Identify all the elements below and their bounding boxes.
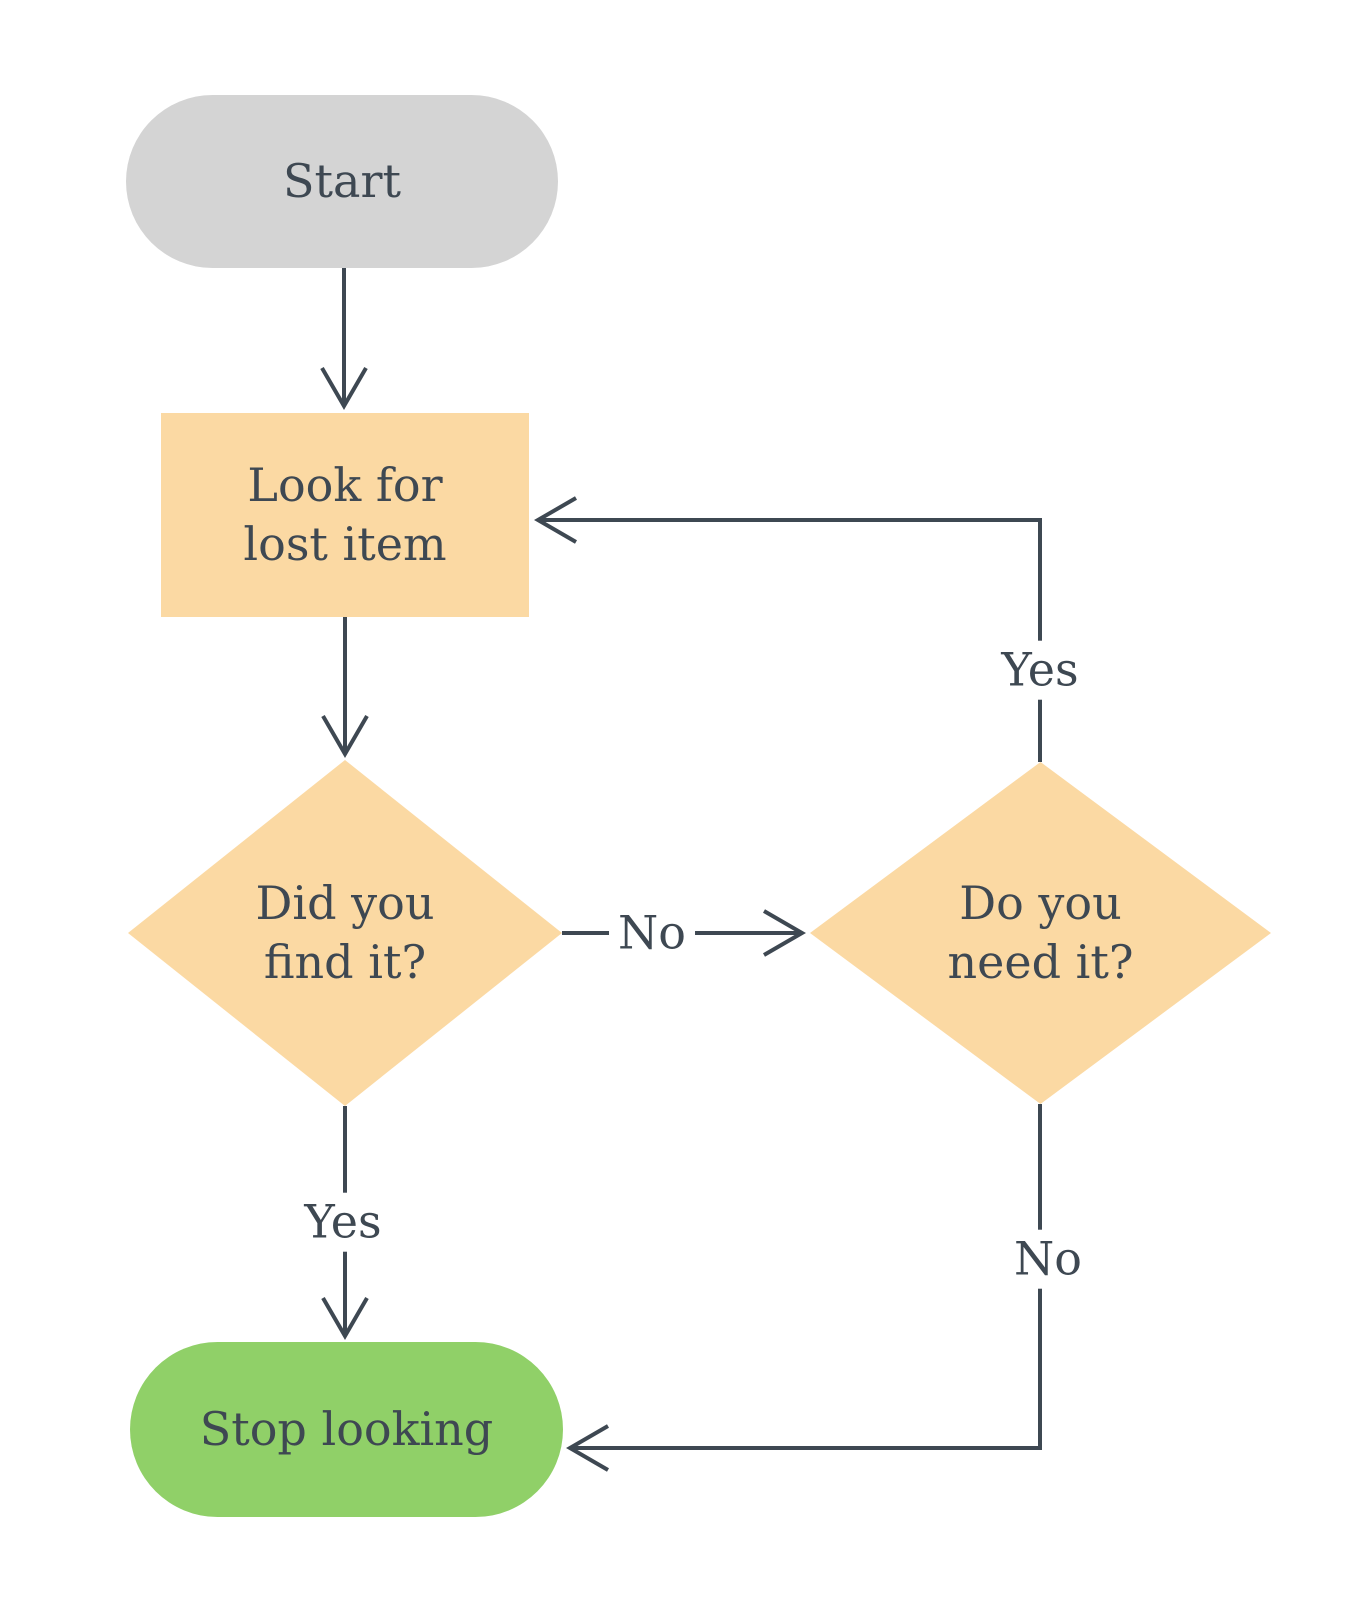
node-do-you-need-it-line2: need it? [947,935,1134,989]
arrowhead-look-to-find [321,714,369,758]
node-start-label: Start [283,154,401,209]
edge-label-need-no: No [1005,1229,1091,1289]
node-look-for-lost-item: Look for lost item [161,413,529,617]
arrowhead-need-to-stop [566,1424,610,1472]
node-did-you-find-it-line2: find it? [263,935,427,989]
edge-label-find-yes: Yes [295,1192,391,1252]
edge-label-find-no: No [609,903,695,963]
arrowhead-find-to-stop [321,1296,369,1340]
node-look-for-lost-item-label: Look for lost item [243,456,446,574]
node-stop-looking: Stop looking [130,1342,563,1517]
node-look-for-lost-item-line2: lost item [243,517,447,571]
node-look-for-lost-item-line1: Look for [247,458,443,513]
edge-label-need-yes: Yes [992,640,1088,700]
node-do-you-need-it-line1: Do you [959,876,1122,931]
node-do-you-need-it-label: Do you need it? [948,874,1134,992]
arrowhead-start-to-look [320,366,368,410]
connector-need-to-stop [572,1104,1042,1450]
node-did-you-find-it-line1: Did you [255,876,435,931]
connector-need-to-look [540,518,1042,762]
node-did-you-find-it-label: Did you find it? [256,874,435,992]
arrowhead-need-to-look [534,496,578,544]
node-start: Start [126,95,558,268]
arrowhead-find-to-need [762,909,806,957]
node-stop-looking-label: Stop looking [199,1402,494,1457]
